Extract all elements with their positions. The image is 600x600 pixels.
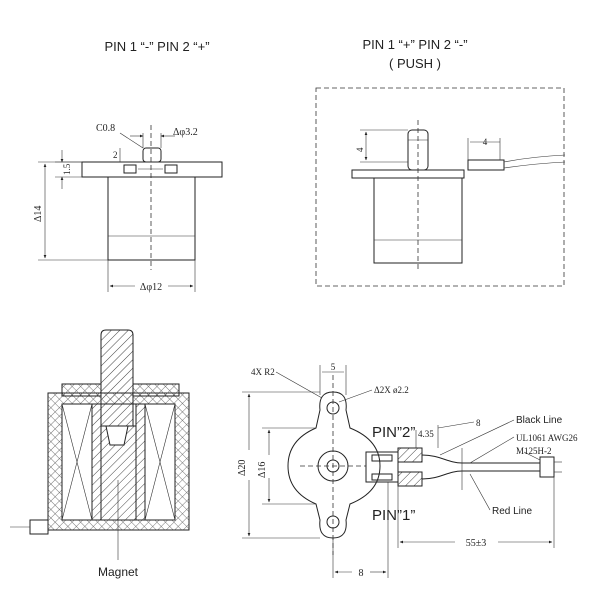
- wire-spec-label: UL1061 AWG26: [516, 433, 578, 443]
- dim-radius: 4X R2: [251, 367, 275, 377]
- section-coil-left-cross: [61, 403, 93, 521]
- flange-pad-right: [164, 164, 178, 174]
- terminal-pin1: [371, 473, 393, 481]
- connector-leader: [523, 451, 541, 461]
- magnet-label: Magnet: [98, 565, 139, 579]
- dim-8-bottom: 8: [359, 568, 364, 579]
- plunger-tip: [142, 147, 162, 163]
- top-left-heading: PIN 1 “-” PIN 2 “+”: [104, 39, 209, 54]
- dim-plunger-dia: Δφ3.2: [173, 127, 198, 138]
- black-line-label: Black Line: [516, 415, 563, 426]
- top-right-heading: PIN 1 “+” PIN 2 “-”: [362, 37, 467, 52]
- dim-length-55: 55±3: [466, 538, 487, 549]
- push-flange: [351, 169, 465, 179]
- section-plunger: [100, 329, 134, 427]
- dim-radius-leader: [275, 371, 323, 399]
- dim-body-dia: Δφ12: [140, 282, 162, 293]
- section-magnet: [100, 425, 137, 521]
- section-bobbin-right: [135, 403, 146, 521]
- dim-8-top-leader: [437, 421, 475, 429]
- bottom-flange: [287, 391, 381, 539]
- dim-chamfer-leader: [119, 132, 144, 149]
- dim-width-5: 5: [331, 362, 336, 372]
- section-view: Magnet: [10, 329, 190, 579]
- red-line-label: Red Line: [492, 506, 532, 517]
- dim-height-20: Δ20: [237, 460, 248, 476]
- terminal-pin2: [371, 454, 393, 462]
- terminal-body-bottom: [397, 471, 423, 487]
- flange-pad-left: [123, 164, 137, 174]
- dim-height-16: Δ16: [257, 462, 268, 478]
- push-connector: [467, 159, 505, 171]
- dim-4-35: 4.35: [418, 429, 434, 439]
- pin2-label: PIN”2”: [372, 424, 415, 441]
- top-right-subheading: ( PUSH ): [389, 56, 441, 71]
- push-frame: [315, 87, 565, 287]
- section-top-cap: [61, 383, 102, 397]
- dim-chamfer: C0.8: [96, 123, 115, 134]
- black-line-leader: [439, 419, 515, 456]
- bottom-view: PIN”2” PIN”1” Black Line UL1061 AWG26 M1…: [237, 362, 578, 579]
- dim-height-14: Δ14: [33, 206, 44, 222]
- wire-spec-leader: [469, 436, 515, 464]
- section-lead: [29, 519, 49, 535]
- flange: [81, 161, 223, 178]
- push-wires: [503, 154, 566, 169]
- dim-hole-leader: [338, 389, 373, 403]
- wire-red: [421, 470, 540, 480]
- section-coil-right-cross: [144, 403, 176, 521]
- red-line-leader: [469, 473, 491, 511]
- dim-wire-4: 4: [483, 137, 488, 147]
- dim-hole-dia: Δ2X ø2.2: [374, 385, 409, 395]
- top-right-view: PIN 1 “+” PIN 2 “-” ( PUSH ) 4 4: [315, 37, 566, 287]
- connector-label: M125H-2: [516, 446, 552, 456]
- section-bobbin-left: [91, 403, 102, 521]
- terminal-body-top: [397, 447, 423, 463]
- dim-1-5: 1.5: [62, 163, 72, 175]
- dim-8-top: 8: [476, 418, 481, 428]
- wire-connector: [539, 456, 555, 478]
- dim-stroke-4: 4: [355, 147, 365, 152]
- terminal-block: [365, 451, 399, 483]
- top-left-view: PIN 1 “-” PIN 2 “+” C0.8 Δφ3.2 2 1.5: [33, 39, 223, 293]
- body: [107, 176, 196, 261]
- pin1-label: PIN”1”: [372, 507, 415, 524]
- dim-2: 2: [113, 150, 118, 160]
- section-top-cap-right: [132, 383, 180, 397]
